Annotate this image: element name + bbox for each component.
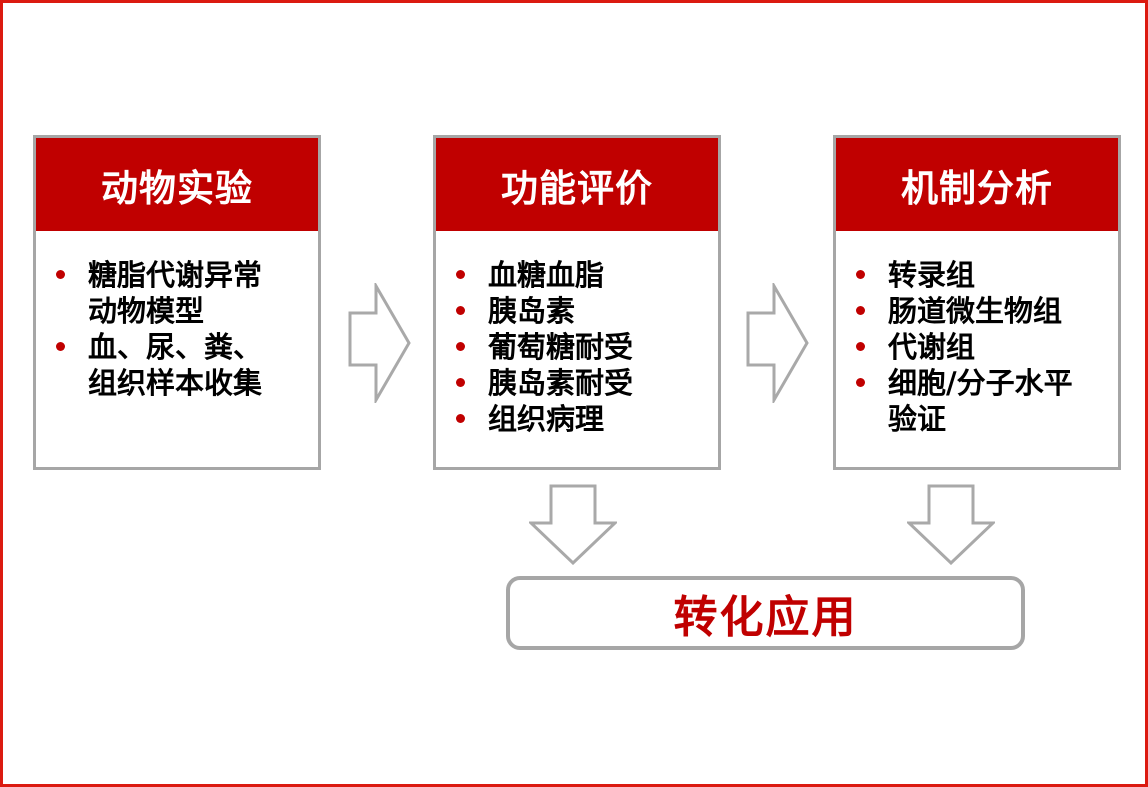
bullet-label: 肠道微生物组	[888, 294, 1063, 328]
bullet-list: 血糖血脂 胰岛素 葡萄糖耐受 胰岛素耐受 组织病理	[436, 231, 718, 437]
list-item: 胰岛素	[436, 293, 712, 329]
stage-title: 机制分析	[836, 138, 1118, 231]
result-label: 转化应用	[673, 592, 858, 643]
bullet-label: 血、尿、粪、 组织样本收集	[88, 330, 263, 400]
down-arrow-icon	[529, 484, 617, 565]
bullet-label: 血糖血脂	[488, 258, 605, 292]
bullet-list: 转录组 肠道微生物组 代谢组 细胞/分子水平 验证	[836, 231, 1118, 437]
result-box: 转化应用	[506, 576, 1025, 650]
list-item: 胰岛素耐受	[436, 365, 712, 401]
bullet-icon	[56, 270, 65, 279]
right-arrow-icon	[348, 283, 411, 403]
list-item: 组织病理	[436, 401, 712, 437]
right-arrow-icon	[746, 283, 809, 403]
stage-box-functional-evaluation: 功能评价 血糖血脂 胰岛素 葡萄糖耐受 胰岛素耐受 组织病理	[433, 135, 721, 470]
bullet-icon	[856, 378, 865, 387]
stage-box-animal-experiment: 动物实验 糖脂代谢异常 动物模型 血、尿、粪、 组织样本收集	[33, 135, 321, 470]
bullet-label: 组织病理	[488, 402, 605, 436]
bullet-icon	[456, 414, 465, 423]
stage-title: 动物实验	[36, 138, 318, 231]
bullet-icon	[456, 306, 465, 315]
bullet-label: 代谢组	[888, 330, 976, 364]
bullet-label: 葡萄糖耐受	[488, 330, 634, 364]
list-item: 血、尿、粪、 组织样本收集	[36, 329, 312, 401]
stage-box-mechanism-analysis: 机制分析 转录组 肠道微生物组 代谢组 细胞/分子水平 验证	[833, 135, 1121, 470]
list-item: 葡萄糖耐受	[436, 329, 712, 365]
bullet-label: 细胞/分子水平 验证	[888, 366, 1073, 436]
bullet-label: 胰岛素	[488, 294, 576, 328]
list-item: 细胞/分子水平 验证	[836, 365, 1112, 437]
bullet-label: 转录组	[888, 258, 976, 292]
bullet-icon	[856, 306, 865, 315]
bullet-label: 胰岛素耐受	[488, 366, 634, 400]
list-item: 糖脂代谢异常 动物模型	[36, 257, 312, 329]
down-arrow-icon	[907, 484, 995, 565]
bullet-icon	[456, 342, 465, 351]
bullet-label: 糖脂代谢异常 动物模型	[88, 258, 263, 328]
stage-title: 功能评价	[436, 138, 718, 231]
list-item: 血糖血脂	[436, 257, 712, 293]
list-item: 代谢组	[836, 329, 1112, 365]
bullet-list: 糖脂代谢异常 动物模型 血、尿、粪、 组织样本收集	[36, 231, 318, 401]
bullet-icon	[56, 342, 65, 351]
list-item: 转录组	[836, 257, 1112, 293]
bullet-icon	[856, 270, 865, 279]
bullet-icon	[856, 342, 865, 351]
list-item: 肠道微生物组	[836, 293, 1112, 329]
bullet-icon	[456, 378, 465, 387]
bullet-icon	[456, 270, 465, 279]
